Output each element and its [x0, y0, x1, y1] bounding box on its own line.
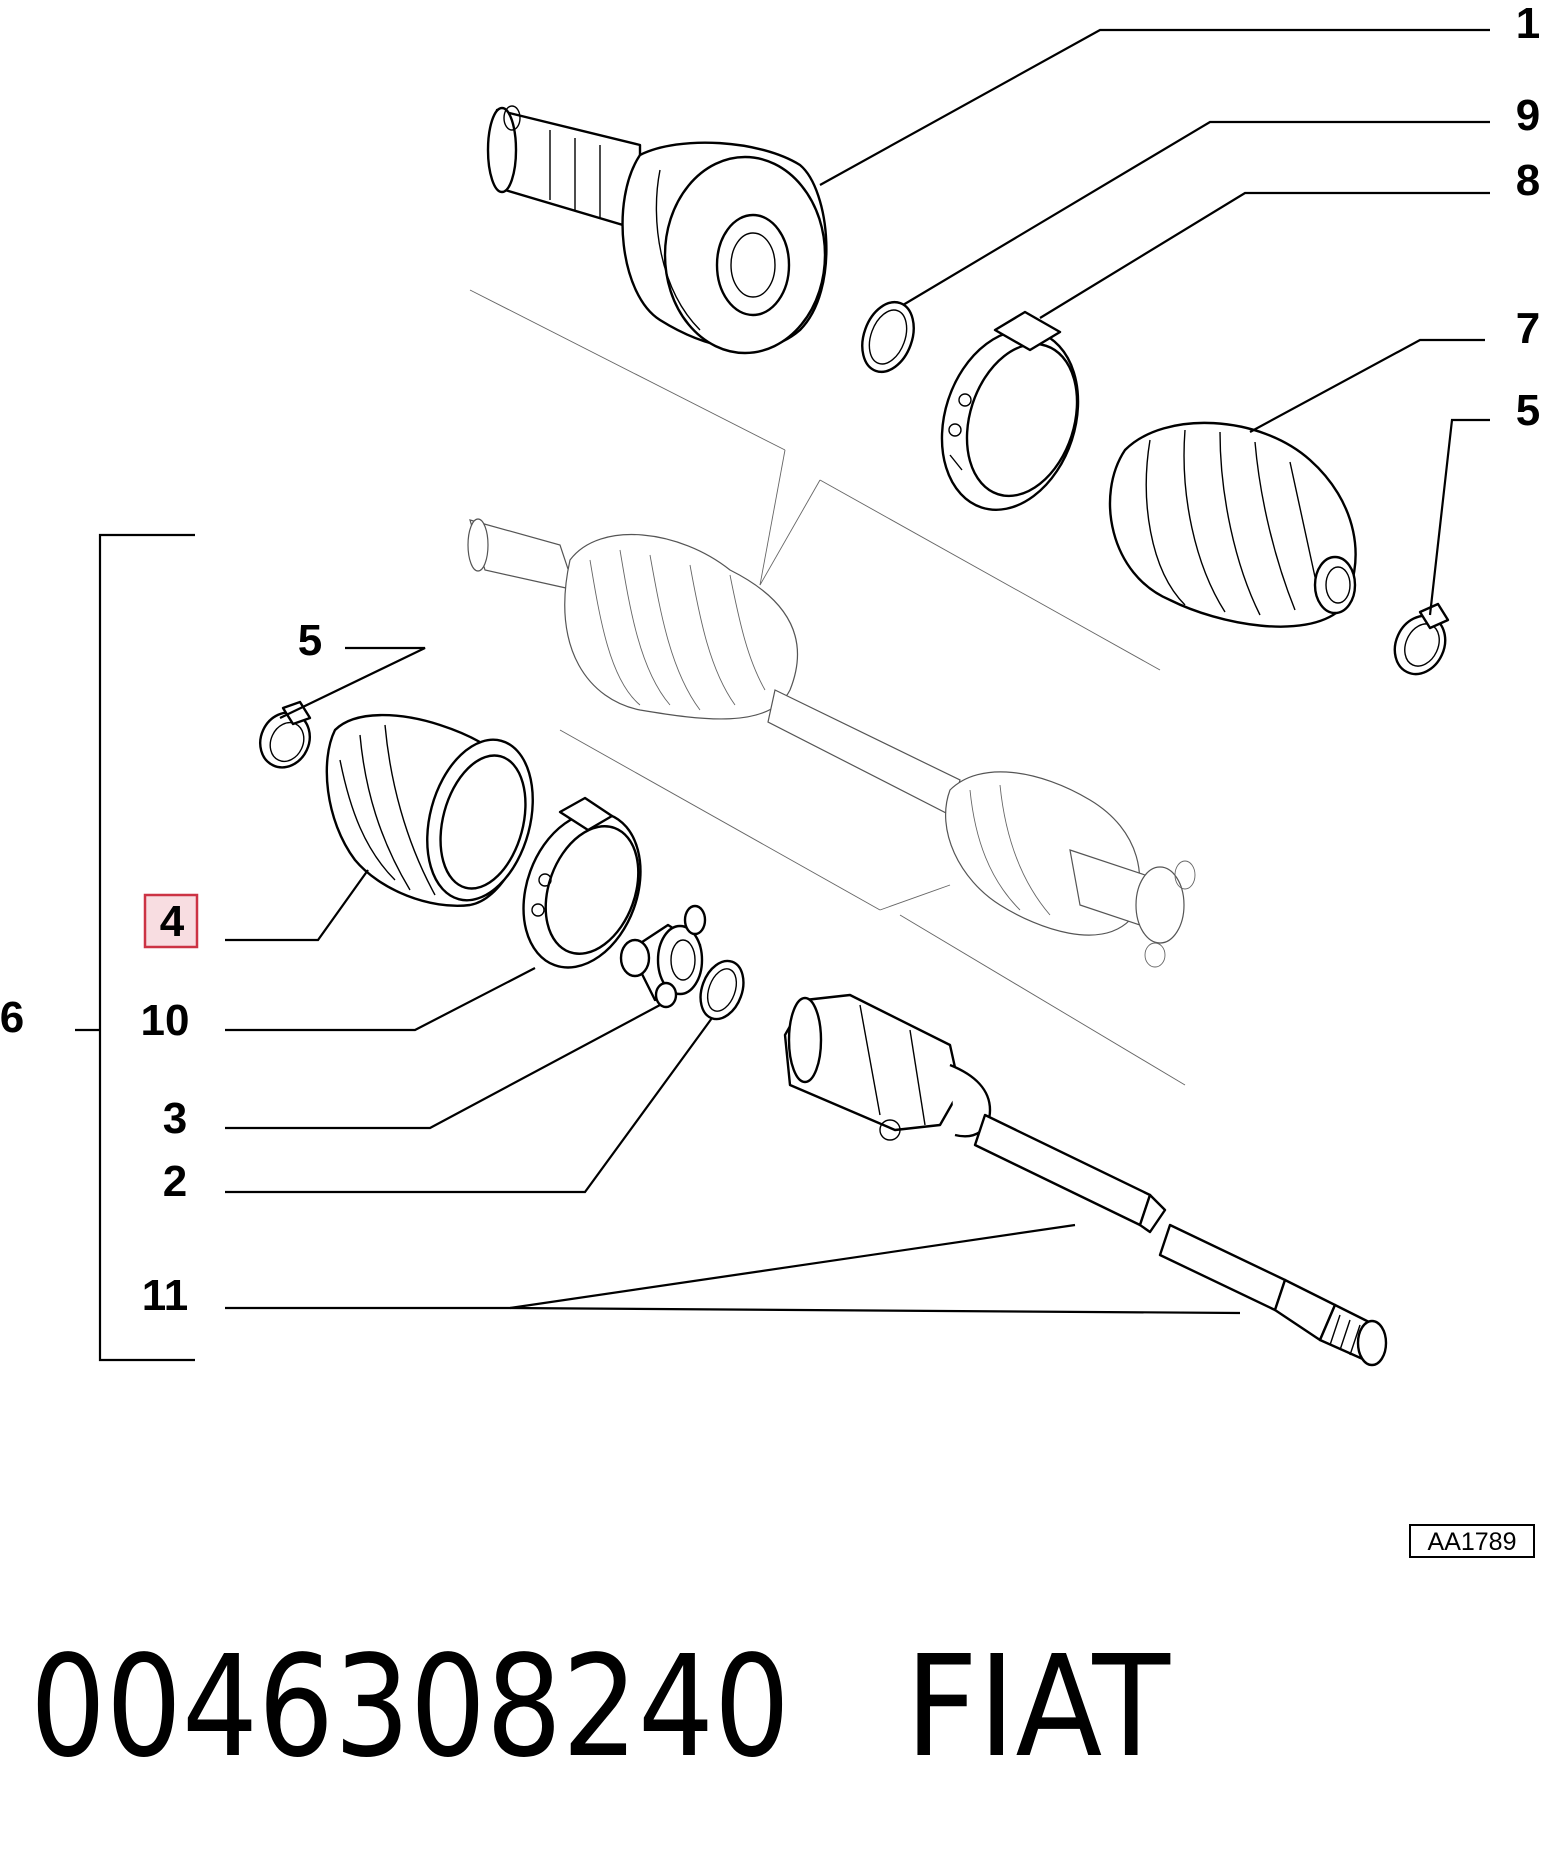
- assembled-driveshaft-ghost: [467, 289, 1196, 1086]
- part-number: 0046308240: [30, 1626, 790, 1789]
- brand-name: FIAT: [905, 1626, 1170, 1789]
- callout-4-highlight: [143, 893, 199, 949]
- callout-8[interactable]: 8: [1516, 156, 1540, 205]
- drawing-reference: AA1789: [1409, 1524, 1535, 1558]
- outer-cv-joint[interactable]: [486, 105, 828, 355]
- inner-shaft-tulip[interactable]: [783, 993, 1388, 1367]
- large-clamp[interactable]: [920, 310, 1100, 528]
- callout-10[interactable]: 10: [141, 996, 190, 1045]
- callout-5-left[interactable]: 5: [298, 616, 322, 665]
- drawing-reference-text: AA1789: [1428, 1528, 1517, 1556]
- circlip[interactable]: [693, 955, 751, 1025]
- callout-2[interactable]: 2: [163, 1157, 187, 1206]
- callout-4[interactable]: 4: [160, 897, 185, 946]
- leader-lines: [75, 28, 1490, 1362]
- callout-11[interactable]: 11: [142, 1271, 189, 1320]
- callout-6[interactable]: 6: [0, 993, 24, 1042]
- inner-clamp[interactable]: [503, 796, 661, 984]
- callout-3[interactable]: 3: [163, 1094, 187, 1143]
- small-clamp-right[interactable]: [1386, 602, 1455, 682]
- callout-1[interactable]: 1: [1516, 0, 1540, 48]
- callout-labels: 1 9 8 7 5 5 4 6 10 3 2 11: [0, 0, 1540, 1320]
- snap-ring[interactable]: [853, 295, 923, 379]
- callout-5-right[interactable]: 5: [1516, 386, 1540, 435]
- small-clamp-left[interactable]: [251, 700, 318, 776]
- callout-9[interactable]: 9: [1516, 91, 1540, 140]
- inner-boot[interactable]: [325, 713, 550, 912]
- outer-boot[interactable]: [1108, 421, 1357, 628]
- tripod-joint[interactable]: [619, 904, 707, 1009]
- callout-7[interactable]: 7: [1516, 304, 1540, 353]
